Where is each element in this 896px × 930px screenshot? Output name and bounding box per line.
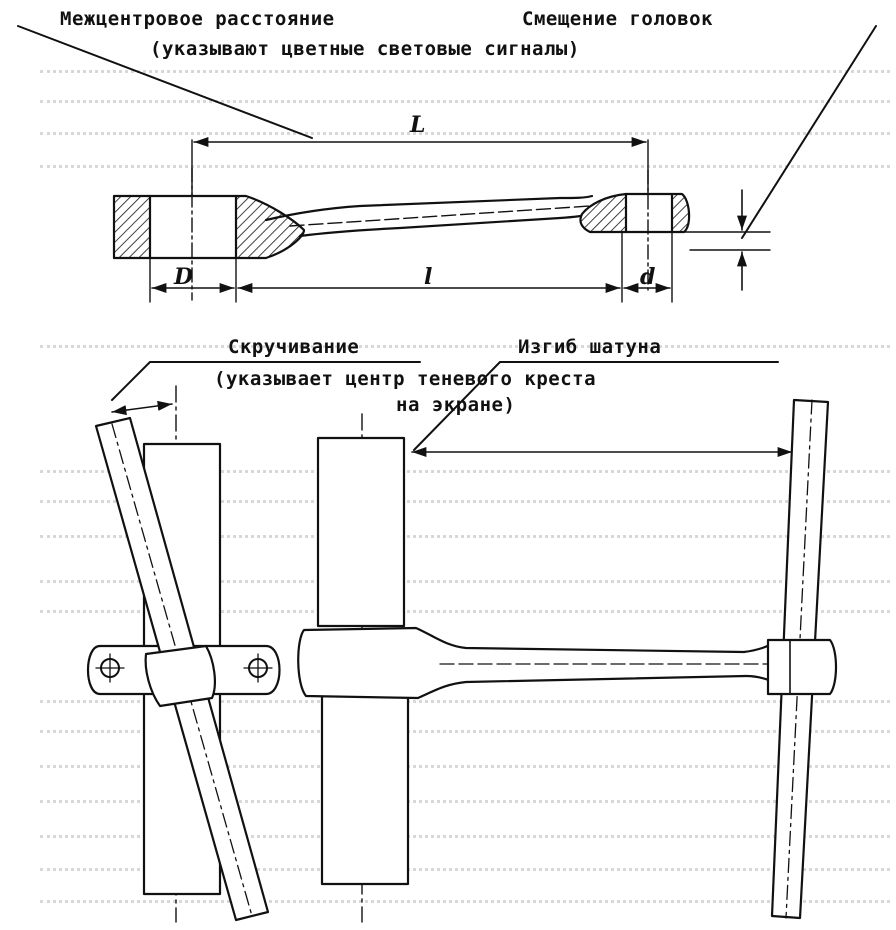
bent-rod-body xyxy=(297,626,792,700)
leader-center-distance xyxy=(17,25,313,139)
bend-check-view xyxy=(297,361,838,923)
twist-check-view xyxy=(87,361,421,923)
leader-rod-bend xyxy=(413,361,779,451)
dim-label-L: L xyxy=(410,112,426,138)
label-shadow-cross-line1: (указывает центр теневого креста xyxy=(214,368,597,390)
dim-label-l: l xyxy=(424,264,433,290)
big-head-hatch-left xyxy=(112,194,152,260)
small-head-hatch-right xyxy=(670,192,691,234)
label-rod-bend: Изгиб шатуна xyxy=(518,336,662,358)
small-head-block xyxy=(766,638,838,696)
label-color-signals: (указывают цветные световые сигналы) xyxy=(150,38,580,60)
big-head-hatch-right xyxy=(234,194,306,260)
rod-section-view xyxy=(17,25,877,303)
dim-label-D: D xyxy=(174,264,194,290)
label-shadow-cross-line2: на экране) xyxy=(396,394,516,416)
label-center-distance: Межцентровое расстояние xyxy=(60,8,335,30)
label-head-offset: Смещение головок xyxy=(522,8,714,30)
leader-twist xyxy=(111,361,421,401)
label-twist: Скручивание xyxy=(228,336,360,358)
leader-head-offset xyxy=(741,25,877,239)
dim-label-d: d xyxy=(640,264,656,290)
twist-angle-arrow xyxy=(111,400,173,416)
small-head-hatch-left xyxy=(579,192,628,234)
twist-block xyxy=(144,644,216,708)
